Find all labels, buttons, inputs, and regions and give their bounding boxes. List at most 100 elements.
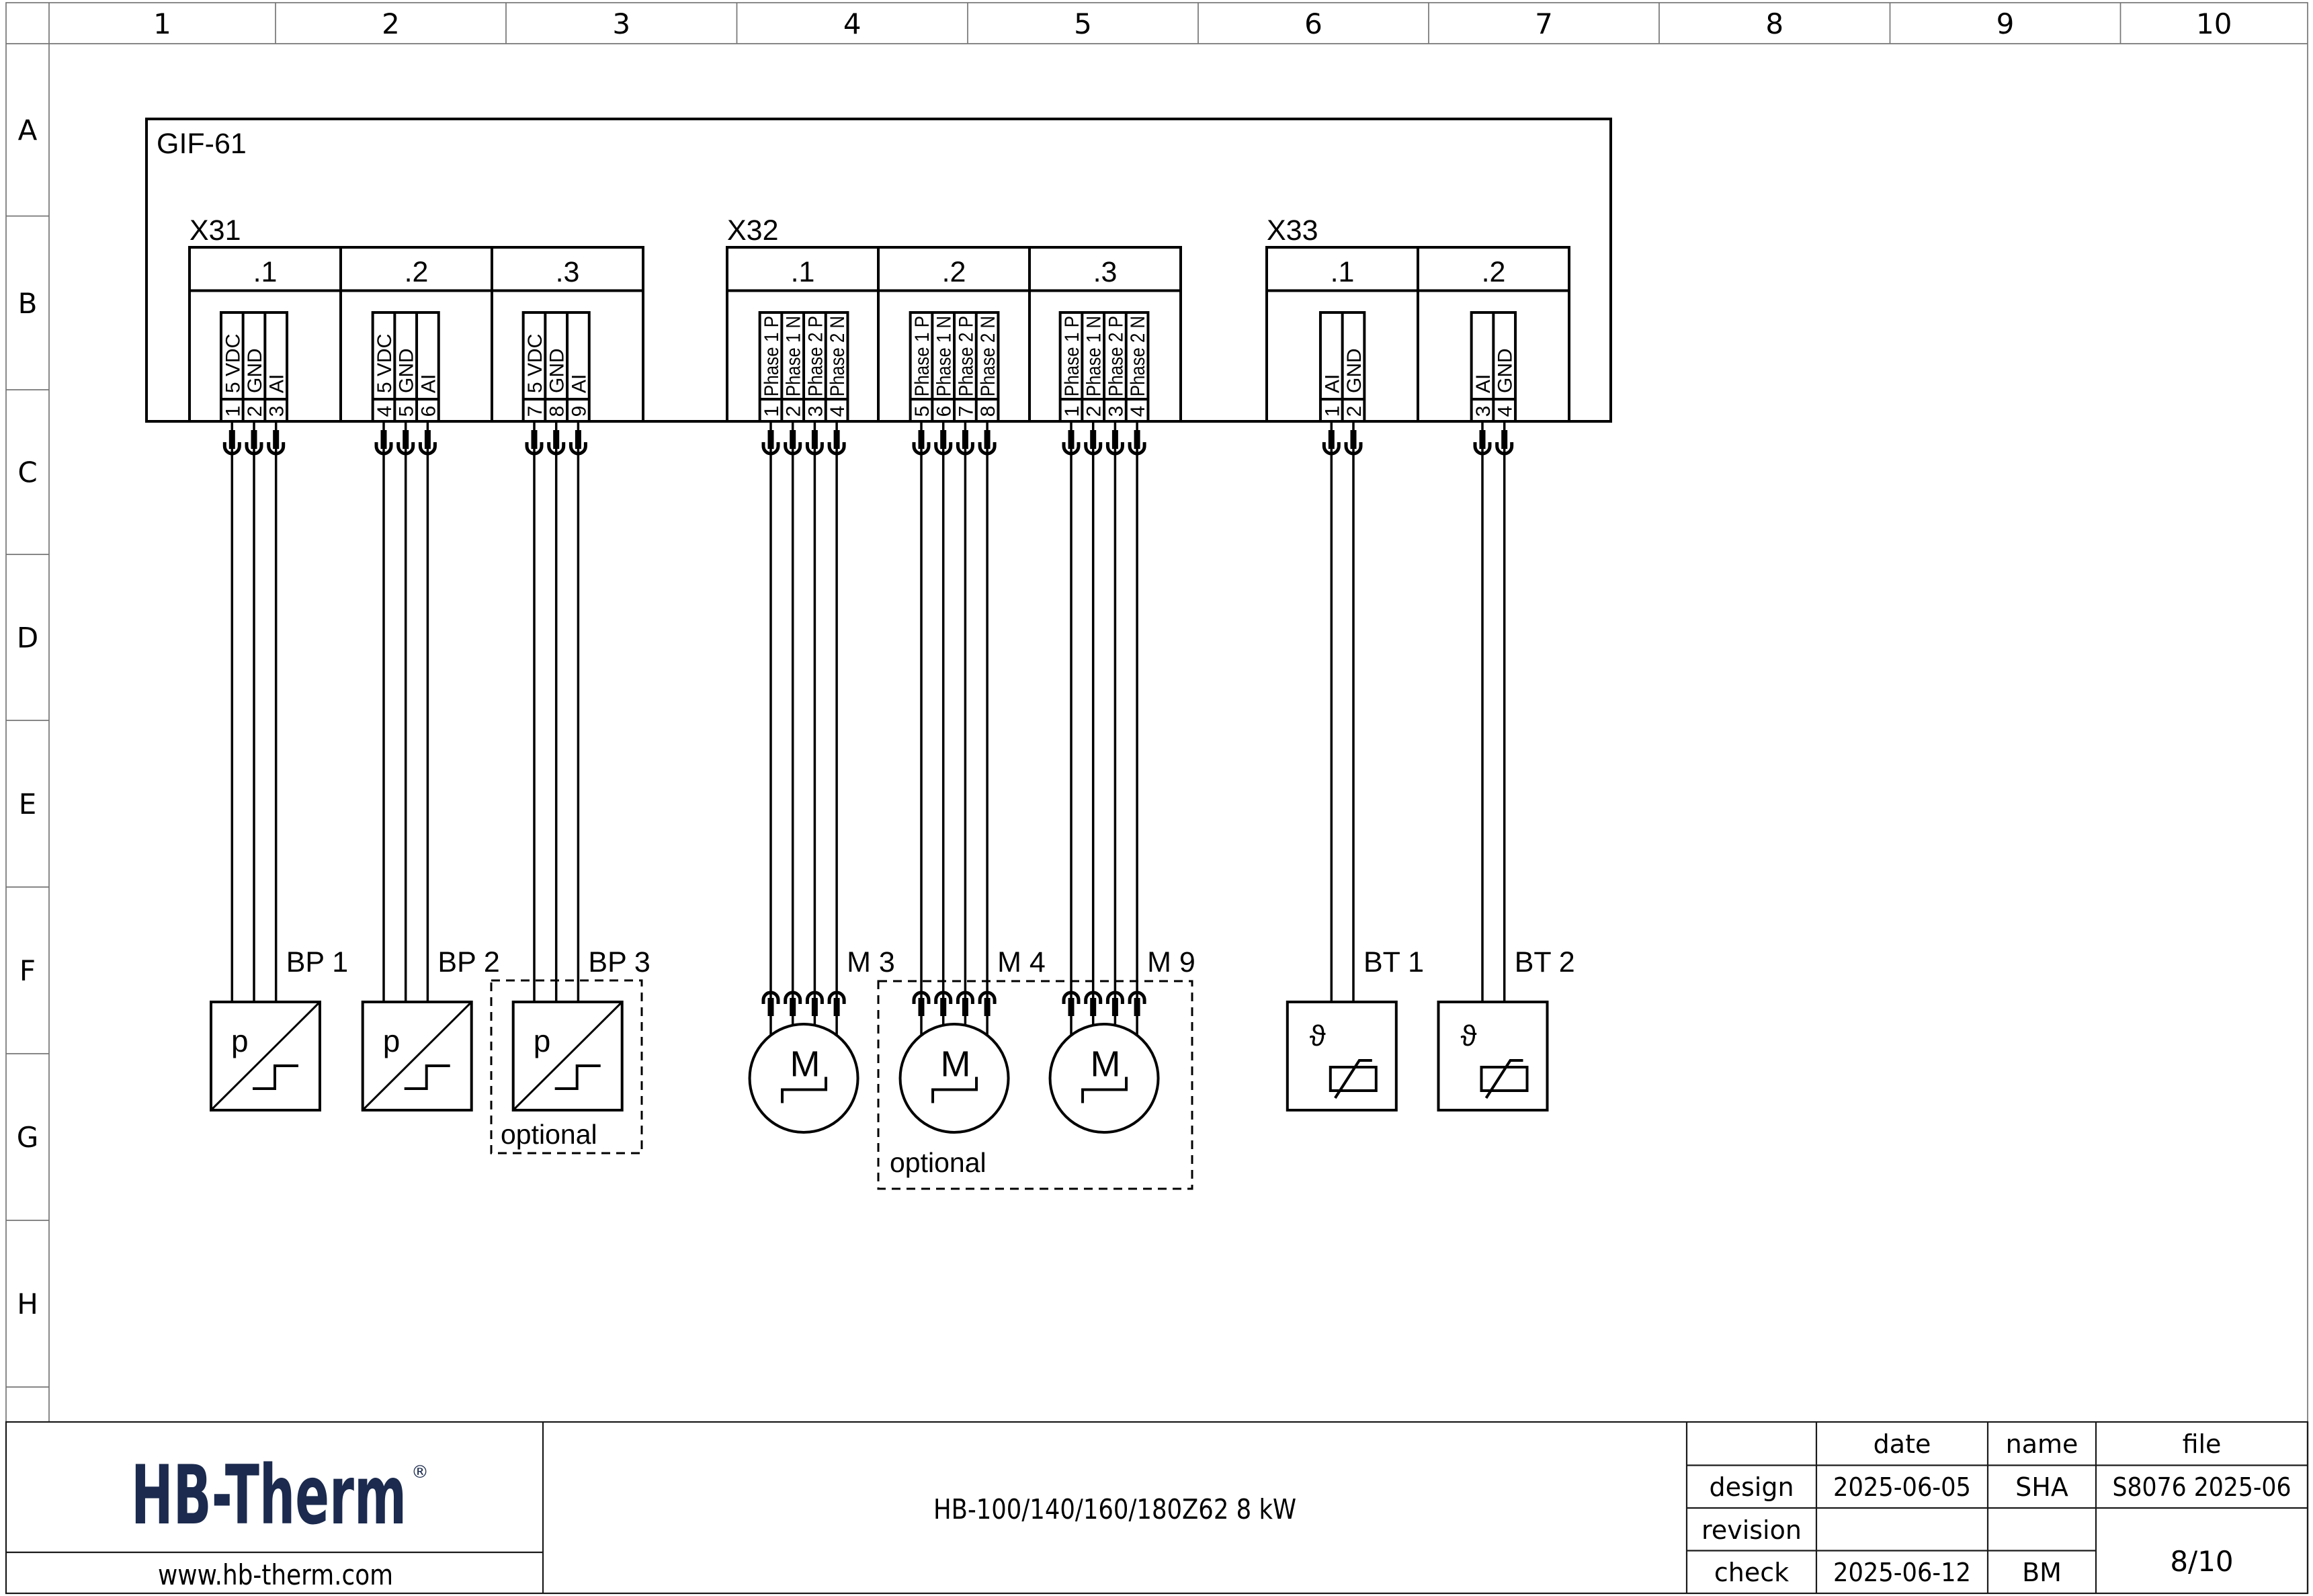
terminal-number: 4 bbox=[1127, 406, 1149, 417]
connector-pin bbox=[790, 998, 796, 1016]
theta-letter: ϑ bbox=[1310, 1019, 1326, 1052]
terminal-signal-label: GND bbox=[396, 348, 418, 393]
terminal-signal-label: Phase 2 N bbox=[1127, 316, 1149, 396]
optional-group-box: optional bbox=[877, 980, 1193, 1190]
connector-pin bbox=[380, 430, 387, 449]
pressure-sensor-box bbox=[361, 1001, 473, 1111]
motor-letter: M bbox=[790, 1044, 821, 1085]
connector-pin bbox=[811, 998, 818, 1016]
connector-socket bbox=[1084, 442, 1103, 456]
column-header-1: 1 bbox=[153, 7, 171, 40]
connector-socket bbox=[418, 442, 437, 456]
terminal-number: 7 bbox=[524, 406, 546, 417]
connector-socket bbox=[525, 442, 544, 456]
row-header-F: F bbox=[19, 954, 36, 987]
connector-pin bbox=[918, 430, 925, 449]
terminal-number: 1 bbox=[761, 406, 783, 417]
terminal-signal-label: Phase 1 P bbox=[1061, 316, 1083, 396]
registered-mark-icon: ® bbox=[411, 1462, 429, 1482]
website-text: www.hb-therm.com bbox=[158, 1558, 393, 1591]
optional-group-box: optional bbox=[490, 979, 643, 1154]
connector-group-label: .1 bbox=[253, 256, 278, 288]
connector-pin bbox=[1111, 998, 1118, 1016]
connector-socket bbox=[396, 442, 415, 456]
terminal-number: 8 bbox=[977, 406, 999, 417]
terminal-signal-label: AI bbox=[1321, 374, 1343, 393]
device-label: M 9 bbox=[1147, 946, 1195, 978]
terminal-number: 5 bbox=[396, 406, 418, 417]
connector-pin bbox=[1134, 998, 1140, 1016]
device-label: BP 3 bbox=[588, 946, 650, 978]
connector-socket bbox=[978, 442, 997, 456]
column-header-7: 7 bbox=[1535, 7, 1553, 40]
connector-socket bbox=[1495, 442, 1514, 456]
optional-label: optional bbox=[501, 1119, 597, 1150]
connector-socket bbox=[267, 442, 286, 456]
terminal-number: 3 bbox=[266, 406, 288, 417]
connector-pin bbox=[1134, 430, 1140, 449]
connector-socket bbox=[569, 442, 587, 456]
connector-pin bbox=[424, 430, 431, 449]
terminal-number: 4 bbox=[1495, 406, 1517, 417]
connector-socket bbox=[978, 991, 997, 1004]
connector-pin bbox=[228, 430, 235, 449]
pressure-step-symbol bbox=[253, 1064, 298, 1090]
connector-socket bbox=[1128, 442, 1146, 456]
terminal-signal-label: GND bbox=[546, 348, 569, 393]
connector-pin bbox=[984, 998, 991, 1016]
column-header-6: 6 bbox=[1304, 7, 1322, 40]
connector-group-label: .3 bbox=[1093, 256, 1118, 288]
connector-socket bbox=[1062, 442, 1081, 456]
connector-pin bbox=[962, 430, 968, 449]
pressure-step-symbol bbox=[404, 1064, 450, 1090]
device-label: M 3 bbox=[847, 946, 895, 978]
terminal-signal-label: AI bbox=[417, 374, 439, 393]
device-label: BT 2 bbox=[1515, 946, 1575, 978]
temperature-sensor-box bbox=[1286, 1001, 1398, 1111]
device-bt1: ϑBT 1 bbox=[1286, 454, 1424, 1111]
connector-pin bbox=[553, 430, 560, 449]
terminal-signal-label: Phase 1 N bbox=[933, 316, 956, 396]
row-header-E: E bbox=[19, 788, 37, 821]
connector-pin bbox=[1350, 430, 1357, 449]
connector-socket bbox=[934, 991, 953, 1004]
terminal-signal-label: Phase 2 P bbox=[804, 316, 827, 396]
connector-socket bbox=[912, 442, 931, 456]
connector-socket bbox=[805, 442, 824, 456]
terminal-signal-label: AI bbox=[1472, 374, 1495, 393]
terminal-number: 2 bbox=[244, 406, 266, 417]
connector-group-label: .2 bbox=[1482, 256, 1506, 288]
connector-pin bbox=[1111, 430, 1118, 449]
column-header-5: 5 bbox=[1074, 7, 1092, 40]
connector-socket bbox=[245, 442, 263, 456]
terminal-signal-label: Phase 2 P bbox=[955, 316, 977, 396]
connector-socket bbox=[934, 442, 953, 456]
connector-pin bbox=[1090, 998, 1097, 1016]
connector-socket bbox=[956, 991, 974, 1004]
connector-socket bbox=[761, 991, 780, 1004]
connector-pin bbox=[1479, 430, 1486, 449]
table-cell-name: BM bbox=[2022, 1558, 2062, 1587]
connector-pin bbox=[833, 998, 840, 1016]
connector-pin bbox=[1328, 430, 1335, 449]
terminal-signal-label: 5 VDC bbox=[222, 334, 244, 393]
table-cell-file: S8076 2025-06 bbox=[2113, 1472, 2291, 1502]
row-header-B: B bbox=[18, 287, 38, 320]
connector-socket bbox=[374, 442, 393, 456]
connector-socket bbox=[1105, 442, 1124, 456]
connector-pin bbox=[1068, 998, 1075, 1016]
connector-socket bbox=[1084, 991, 1103, 1004]
motor-circle bbox=[898, 1023, 1010, 1134]
connector-group-label: .2 bbox=[942, 256, 966, 288]
terminal-signal-label: Phase 2 N bbox=[827, 316, 849, 396]
connector-pin bbox=[1068, 430, 1075, 449]
connector-socket bbox=[1344, 442, 1363, 456]
device-m4: MM 4 bbox=[898, 454, 1046, 1134]
device-m3: M M 3 bbox=[748, 454, 895, 1134]
column-header-2: 2 bbox=[382, 7, 400, 40]
optional-dashed-box bbox=[877, 980, 1193, 1190]
